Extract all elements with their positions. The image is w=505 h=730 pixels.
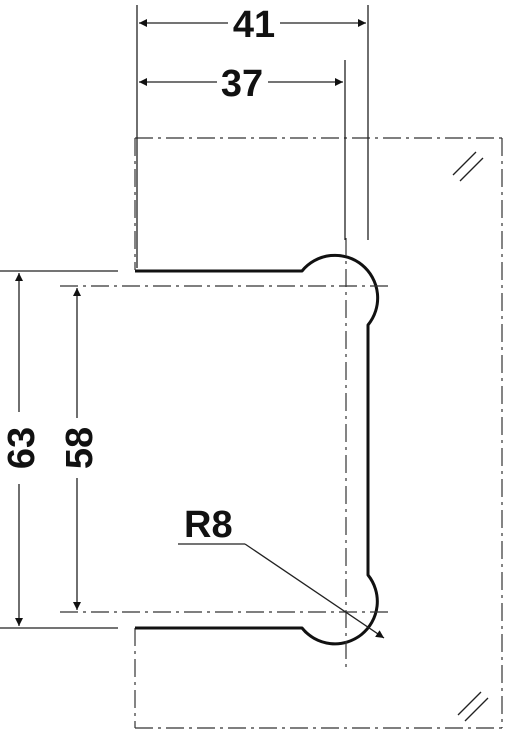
dimension-37-label: 37 [221,63,263,105]
radius-r8-leader: R8 [178,504,385,639]
dimension-58-label: 58 [59,427,101,469]
extension-lines [0,5,369,629]
hinge-profile-outline [135,253,380,646]
dimension-41: 41 [139,4,366,46]
glass-panel-outline [134,137,503,729]
glass-hatch-top-icon [452,151,484,182]
dimension-63-label: 63 [1,427,43,469]
dimension-58: 58 [59,288,101,610]
dimension-41-label: 41 [233,4,275,46]
glass-hatch-bottom-icon [457,691,489,722]
radius-r8-label: R8 [184,504,233,546]
dimension-63: 63 [1,273,43,626]
dimension-37: 37 [139,63,343,105]
center-lines [60,238,388,668]
